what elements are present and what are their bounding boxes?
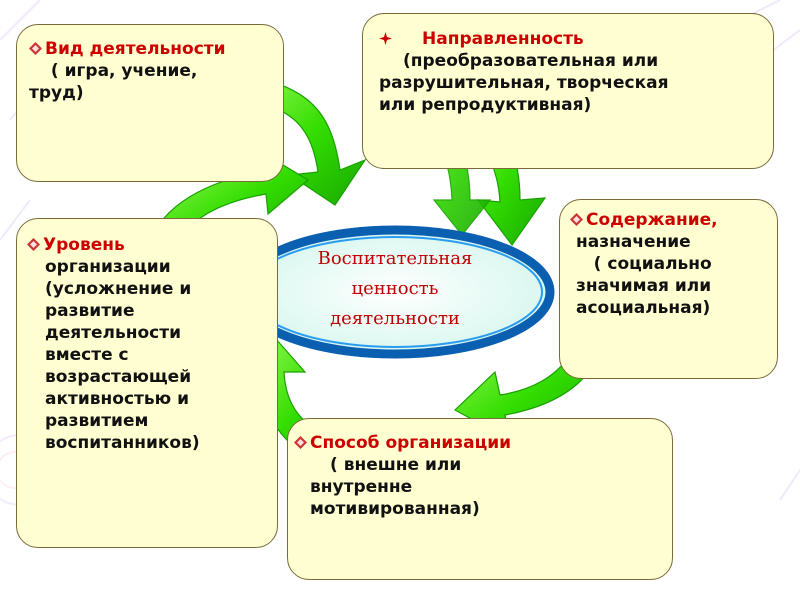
organization-level-heading: Уровень (43, 235, 125, 255)
center-line1: Воспитательная (317, 248, 473, 269)
organization-method-line2: внутренне (310, 477, 413, 497)
organization-level-line: активностью и (45, 389, 189, 409)
content-line4: асоциальная) (576, 298, 711, 318)
organization-level-line: возрастающей (45, 367, 192, 387)
content-line2: ( социально (570, 254, 712, 274)
organization-method-line1: ( внешне или (330, 455, 462, 475)
organization-method-line3: мотивированная) (310, 499, 480, 519)
activity-type-line2: труд) (29, 83, 84, 103)
box-organization-level: Уровень организации (усложнение и развит… (16, 218, 278, 548)
direction-line2: разрушительная, творческая (379, 73, 669, 93)
box-activity-type: Вид деятельности ( игра, учение, труд) (16, 24, 284, 182)
direction-heading: Направленность (422, 29, 584, 49)
content-line3: значимая или (576, 276, 712, 296)
content-heading: Содержание, (586, 210, 718, 230)
organization-level-line: организации (45, 257, 171, 277)
bullet-icon (379, 29, 392, 45)
bullet-icon (27, 235, 40, 251)
center-line2: ценность (351, 278, 439, 299)
bullet-icon (570, 210, 583, 226)
organization-level-line: вместе с (45, 345, 129, 365)
direction-line3: или репродуктивная) (379, 95, 592, 115)
organization-level-line: (усложнение и (45, 279, 192, 299)
activity-type-line1: ( игра, учение, (45, 61, 198, 81)
bullet-icon (294, 433, 307, 449)
bullet-icon (29, 39, 42, 55)
direction-line1: (преобразовательная или (403, 51, 659, 71)
box-content: Содержание, назначение ( социально значи… (559, 199, 778, 379)
organization-level-line: развитие (45, 301, 135, 321)
box-organization-method: Способ организации ( внешне или внутренн… (287, 418, 673, 580)
organization-level-line: воспитанников) (45, 433, 200, 453)
activity-type-heading: Вид деятельности (45, 39, 226, 59)
organization-level-line: деятельности (45, 323, 182, 343)
organization-method-heading: Способ организации (310, 433, 512, 453)
center-label: Воспитательная ценность деятельности (232, 244, 558, 334)
center-line3: деятельности (330, 308, 460, 329)
organization-level-line: развитием (45, 411, 149, 431)
content-line1: назначение (576, 232, 691, 252)
box-direction: Направленность (преобразовательная или р… (362, 13, 774, 169)
